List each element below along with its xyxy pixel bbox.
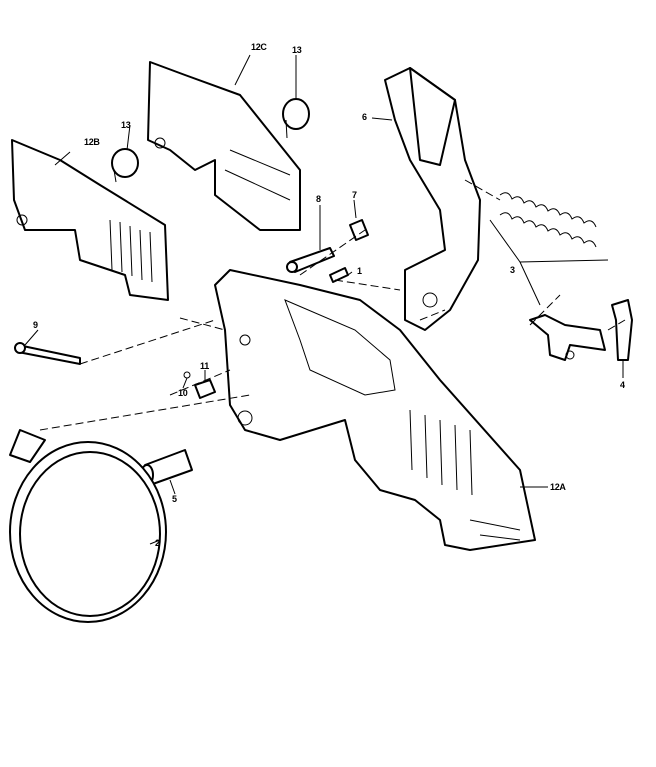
label-6: 6 — [362, 112, 367, 122]
latch-3 — [529, 314, 606, 361]
label-2: 2 — [155, 538, 160, 548]
brake-band-2 — [9, 429, 167, 623]
label-11: 11 — [200, 361, 209, 371]
label-10: 10 — [178, 388, 188, 398]
label-1: 1 — [357, 266, 362, 276]
cover-12c — [147, 61, 301, 231]
label-12b: 12B — [84, 137, 100, 147]
washer-10 — [183, 371, 191, 379]
label-5: 5 — [172, 494, 177, 504]
cover-12b — [11, 139, 169, 301]
label-13-left: 13 — [121, 120, 131, 130]
pin-8 — [286, 247, 335, 273]
spring-3 — [464, 179, 597, 248]
bushing-7 — [349, 219, 369, 241]
knob-13-right — [282, 98, 310, 139]
label-4: 4 — [620, 380, 625, 390]
label-12c: 12C — [251, 42, 267, 52]
label-3: 3 — [510, 265, 515, 275]
bolt-9 — [14, 342, 81, 365]
label-8: 8 — [316, 194, 321, 204]
label-12a: 12A — [550, 482, 566, 492]
chain-brake-lever-6 — [384, 67, 481, 331]
knob-13-left — [111, 148, 139, 183]
label-13-right: 13 — [292, 45, 302, 55]
nut-11 — [194, 379, 216, 399]
screw-4 — [611, 299, 633, 361]
leader-lines — [24, 54, 626, 545]
housing-12a — [214, 269, 536, 551]
label-9: 9 — [33, 320, 38, 330]
label-7: 7 — [352, 190, 357, 200]
screw-1 — [329, 267, 349, 283]
